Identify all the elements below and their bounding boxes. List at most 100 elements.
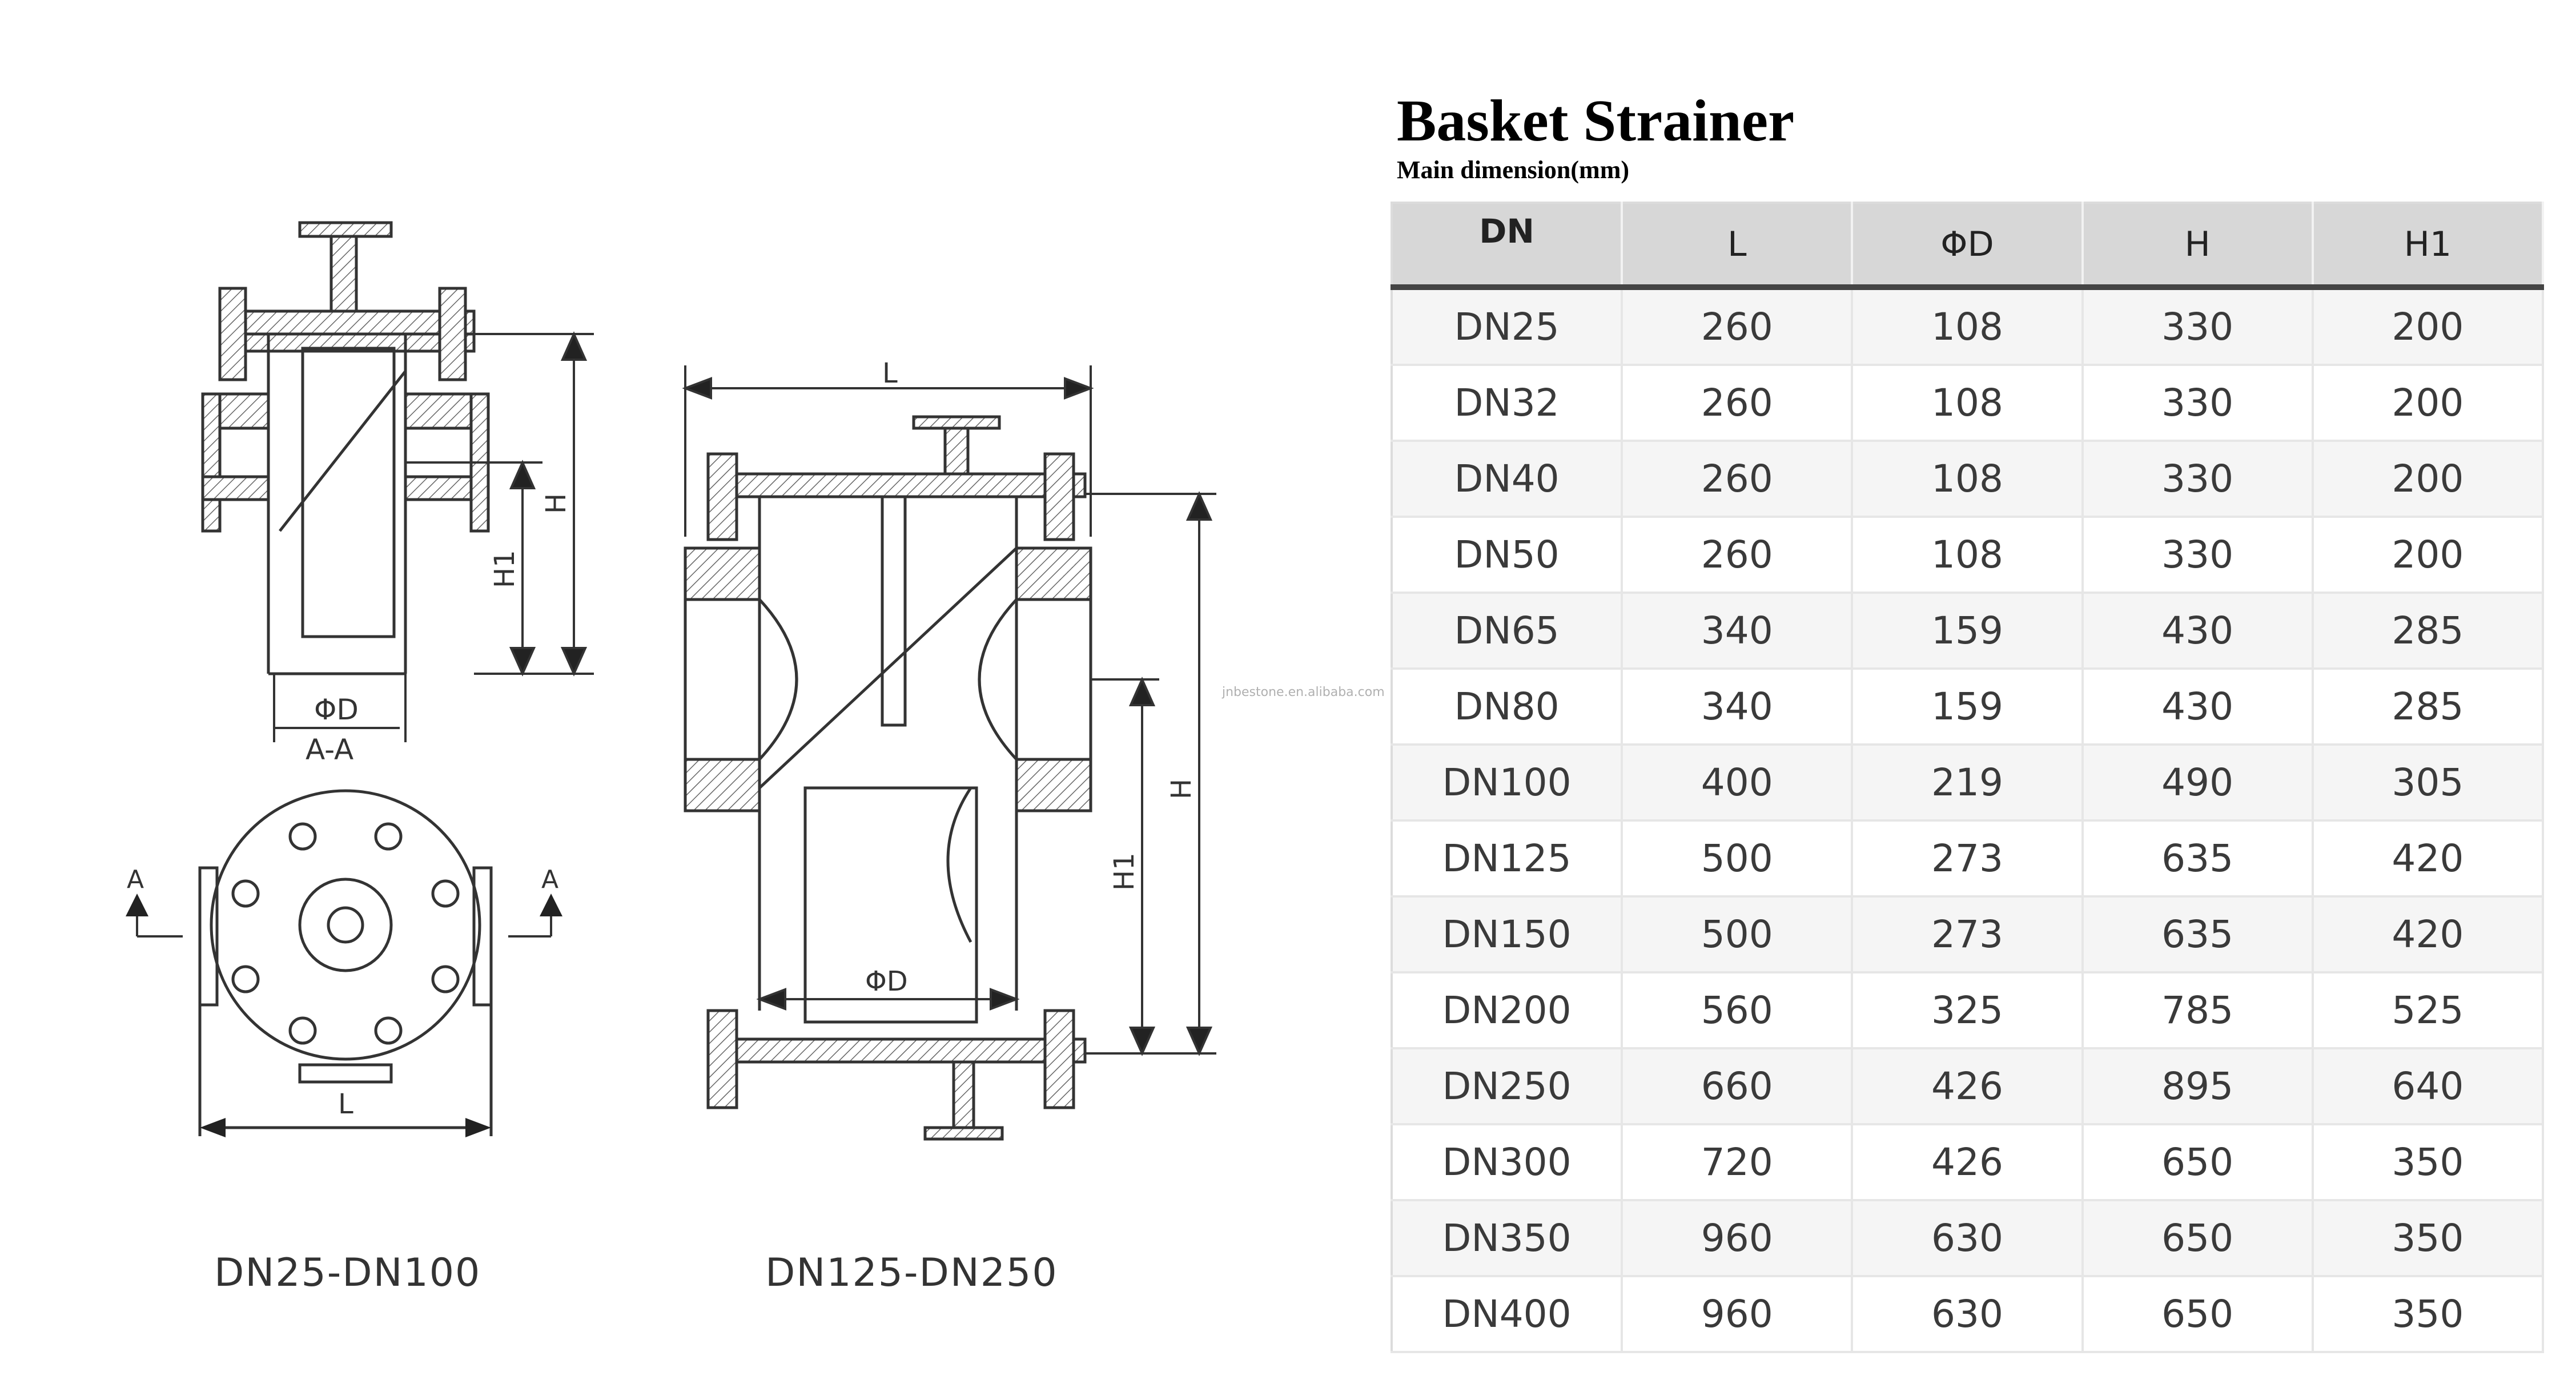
cell-h: 895 [2082, 1048, 2314, 1125]
cell-h: 650 [2082, 1276, 2314, 1353]
large-h-label: H [1166, 779, 1197, 799]
column-header-phid: ΦD [1852, 203, 2084, 290]
cell-dn: DN400 [1392, 1276, 1623, 1353]
large-strainer-drawing [684, 415, 1092, 1141]
section-a-label-right: A [541, 865, 558, 894]
table-row: DN80 340 159 430 285 [1392, 669, 2545, 746]
small-l-arrow-right [465, 1118, 491, 1137]
cell-phid: 426 [1852, 1048, 2084, 1125]
cell-h1: 420 [2312, 820, 2545, 898]
watermark: jnbestone.en.alibaba.com [1222, 685, 1385, 699]
cell-dn: DN32 [1392, 365, 1623, 442]
table-row: DN50 260 108 330 200 [1392, 517, 2545, 594]
cell-l: 340 [1622, 669, 1854, 746]
table-row: DN100 400 219 490 305 [1392, 745, 2545, 822]
section-a-arrow-left [126, 894, 148, 916]
cell-phid: 426 [1852, 1124, 2084, 1201]
cell-phid: 159 [1852, 593, 2084, 670]
section-a-label-left: A [127, 865, 144, 894]
page-subtitle: Main dimension(mm) [1397, 156, 1629, 184]
table-header-row: DN L ΦD H H1 [1392, 203, 2545, 290]
cell-l: 260 [1622, 287, 1854, 366]
cell-l: 400 [1622, 745, 1854, 822]
cell-h: 430 [2082, 593, 2314, 670]
cell-l: 260 [1622, 365, 1854, 442]
cell-l: 960 [1622, 1276, 1854, 1353]
cell-l: 500 [1622, 896, 1854, 973]
column-header-h: H [2082, 203, 2314, 290]
small-phid-label: ΦD [314, 693, 359, 726]
cell-h1: 350 [2312, 1276, 2545, 1353]
cell-phid: 273 [1852, 896, 2084, 973]
cell-dn: DN300 [1392, 1124, 1623, 1201]
section-a-arrow-right [540, 894, 562, 916]
cell-phid: 108 [1852, 517, 2084, 594]
cell-dn: DN250 [1392, 1048, 1623, 1125]
cell-phid: 219 [1852, 745, 2084, 822]
small-strainer-caption: DN25-DN100 [214, 1250, 481, 1295]
small-strainer-dimensions [273, 331, 594, 742]
cell-phid: 630 [1852, 1200, 2084, 1277]
cell-dn: DN350 [1392, 1200, 1623, 1277]
table-row: DN25 260 108 330 200 [1392, 287, 2545, 366]
small-l-arrow-left [200, 1118, 226, 1137]
table-row: DN200 560 325 785 525 [1392, 972, 2545, 1049]
cell-phid: 108 [1852, 287, 2084, 366]
cell-h1: 640 [2312, 1048, 2545, 1125]
large-h1-label: H1 [1108, 852, 1140, 891]
small-section-label: A-A [306, 733, 353, 766]
cell-l: 720 [1622, 1124, 1854, 1201]
cell-h1: 285 [2312, 669, 2545, 746]
small-l-label: L [338, 1088, 353, 1120]
cell-h: 330 [2082, 441, 2314, 518]
cell-h: 330 [2082, 365, 2314, 442]
cell-h1: 350 [2312, 1124, 2545, 1201]
cell-h1: 285 [2312, 593, 2545, 670]
large-strainer-dimensions [682, 365, 1216, 1056]
small-h1-label: H1 [489, 550, 521, 588]
table-row: DN40 260 108 330 200 [1392, 441, 2545, 518]
cell-h1: 525 [2312, 972, 2545, 1049]
large-l-label: L [882, 357, 898, 389]
cell-dn: DN40 [1392, 441, 1623, 518]
cell-l: 660 [1622, 1048, 1854, 1125]
cell-phid: 630 [1852, 1276, 2084, 1353]
cell-h1: 200 [2312, 287, 2545, 366]
table-row: DN125 500 273 635 420 [1392, 820, 2545, 898]
cell-h1: 420 [2312, 896, 2545, 973]
cell-dn: DN50 [1392, 517, 1623, 594]
cell-h1: 200 [2312, 365, 2545, 442]
small-h-label: H [540, 493, 572, 514]
column-header-l: L [1622, 203, 1854, 290]
cell-h1: 200 [2312, 441, 2545, 518]
cell-dn: DN25 [1392, 287, 1623, 366]
cell-h1: 305 [2312, 745, 2545, 822]
table-row: DN350 960 630 650 350 [1392, 1200, 2545, 1277]
cell-dn: DN100 [1392, 745, 1623, 822]
table-row: DN400 960 630 650 350 [1392, 1276, 2545, 1353]
cell-l: 500 [1622, 820, 1854, 898]
cell-h: 635 [2082, 820, 2314, 898]
cell-l: 560 [1622, 972, 1854, 1049]
small-strainer-top-view [198, 789, 493, 1136]
cell-l: 260 [1622, 517, 1854, 594]
cell-h1: 200 [2312, 517, 2545, 594]
cell-h: 430 [2082, 669, 2314, 746]
column-header-h1: H1 [2312, 203, 2545, 290]
table-row: DN250 660 426 895 640 [1392, 1048, 2545, 1125]
small-strainer-section-drawing [201, 221, 490, 675]
cell-h: 785 [2082, 972, 2314, 1049]
cell-l: 960 [1622, 1200, 1854, 1277]
cell-phid: 159 [1852, 669, 2084, 746]
cell-h: 650 [2082, 1124, 2314, 1201]
page-title: Basket Strainer [1397, 88, 1795, 154]
table-row: DN300 720 426 650 350 [1392, 1124, 2545, 1201]
cell-l: 260 [1622, 441, 1854, 518]
table-row: DN65 340 159 430 285 [1392, 593, 2545, 670]
cell-h: 635 [2082, 896, 2314, 973]
cell-phid: 108 [1852, 441, 2084, 518]
cell-h: 330 [2082, 517, 2314, 594]
column-header-dn: DN [1392, 203, 1623, 290]
cell-dn: DN125 [1392, 820, 1623, 898]
table-row: DN150 500 273 635 420 [1392, 896, 2545, 973]
